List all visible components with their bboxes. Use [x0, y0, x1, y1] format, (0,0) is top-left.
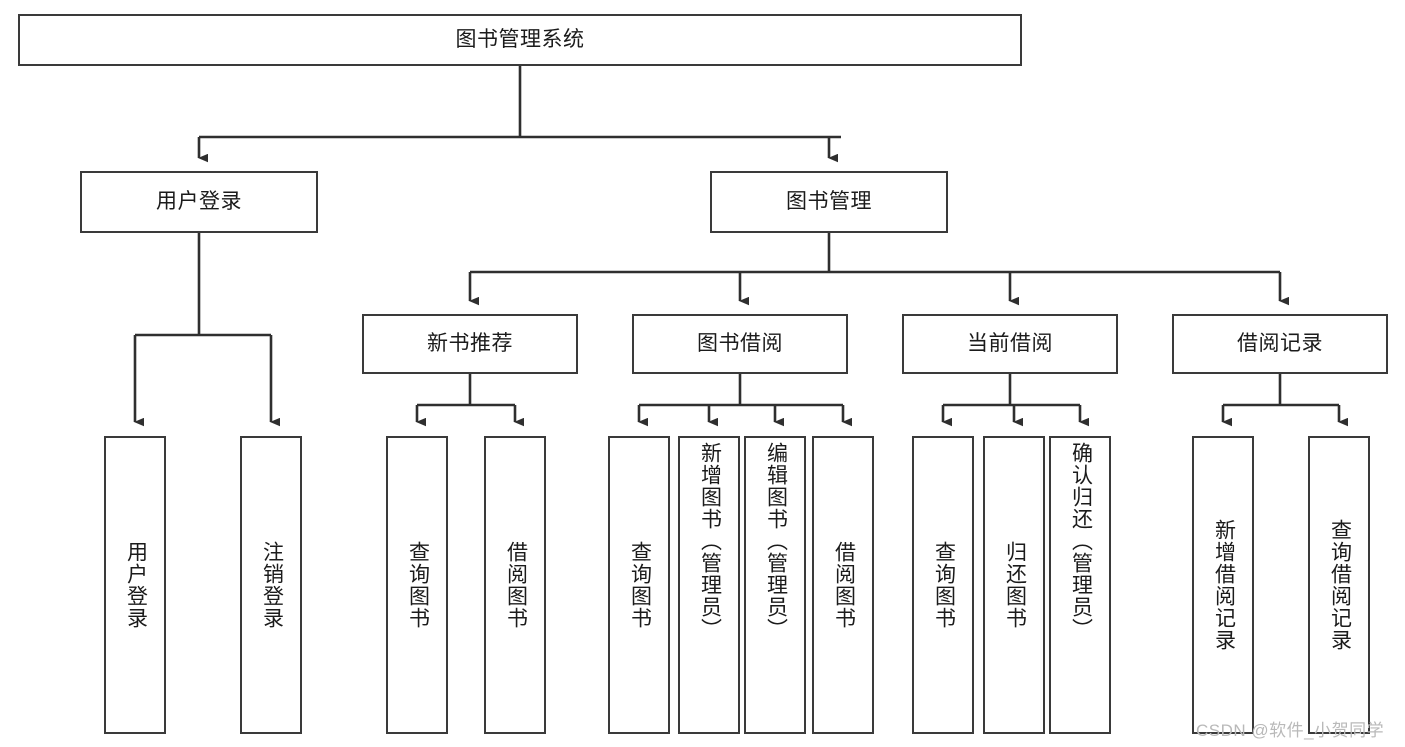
- leaf-confirm-return-label: 确认归还（管理员）: [1069, 442, 1093, 640]
- node-new-book-rec[interactable]: 新书推荐: [362, 314, 578, 374]
- node-user-login-label: 用户登录: [156, 189, 242, 213]
- node-borrow-record[interactable]: 借阅记录: [1172, 314, 1388, 374]
- leaf-borrow-book-2-label: 借阅图书: [832, 541, 856, 629]
- node-current-borrow[interactable]: 当前借阅: [902, 314, 1118, 374]
- leaf-query-book-1-label: 查询图书: [406, 541, 430, 629]
- leaf-add-record[interactable]: 新增借阅记录: [1192, 436, 1254, 734]
- leaf-user-login-label: 用户登录: [124, 541, 148, 629]
- node-book-manage[interactable]: 图书管理: [710, 171, 948, 233]
- leaf-query-book-3-label: 查询图书: [932, 541, 956, 629]
- node-root-label: 图书管理系统: [455, 27, 585, 51]
- csdn-watermark: CSDN @软件_小贺同学: [1196, 721, 1385, 740]
- node-borrow-record-label: 借阅记录: [1237, 331, 1323, 355]
- leaf-user-logout-label: 注销登录: [260, 541, 284, 629]
- leaf-user-logout[interactable]: 注销登录: [240, 436, 302, 734]
- leaf-add-record-label: 新增借阅记录: [1212, 519, 1236, 651]
- node-root[interactable]: 图书管理系统: [18, 14, 1022, 66]
- node-book-borrow[interactable]: 图书借阅: [632, 314, 848, 374]
- node-user-login[interactable]: 用户登录: [80, 171, 318, 233]
- leaf-edit-book-label: 编辑图书（管理员）: [764, 442, 788, 640]
- node-new-book-rec-label: 新书推荐: [427, 331, 513, 355]
- leaf-query-book-1[interactable]: 查询图书: [386, 436, 448, 734]
- leaf-query-record[interactable]: 查询借阅记录: [1308, 436, 1370, 734]
- node-current-borrow-label: 当前借阅: [967, 331, 1053, 355]
- leaf-query-book-2-label: 查询图书: [628, 541, 652, 629]
- leaf-user-login[interactable]: 用户登录: [104, 436, 166, 734]
- leaf-return-book[interactable]: 归还图书: [983, 436, 1045, 734]
- leaf-borrow-book-1-label: 借阅图书: [504, 541, 528, 629]
- leaf-edit-book[interactable]: 编辑图书（管理员）: [744, 436, 806, 734]
- node-book-manage-label: 图书管理: [786, 189, 872, 213]
- leaf-borrow-book-1[interactable]: 借阅图书: [484, 436, 546, 734]
- leaf-query-book-3[interactable]: 查询图书: [912, 436, 974, 734]
- leaf-confirm-return[interactable]: 确认归还（管理员）: [1049, 436, 1111, 734]
- node-book-borrow-label: 图书借阅: [697, 331, 783, 355]
- leaf-query-record-label: 查询借阅记录: [1328, 519, 1352, 651]
- leaf-add-book-label: 新增图书（管理员）: [698, 442, 722, 640]
- leaf-return-book-label: 归还图书: [1003, 541, 1027, 629]
- leaf-query-book-2[interactable]: 查询图书: [608, 436, 670, 734]
- leaf-add-book[interactable]: 新增图书（管理员）: [678, 436, 740, 734]
- leaf-borrow-book-2[interactable]: 借阅图书: [812, 436, 874, 734]
